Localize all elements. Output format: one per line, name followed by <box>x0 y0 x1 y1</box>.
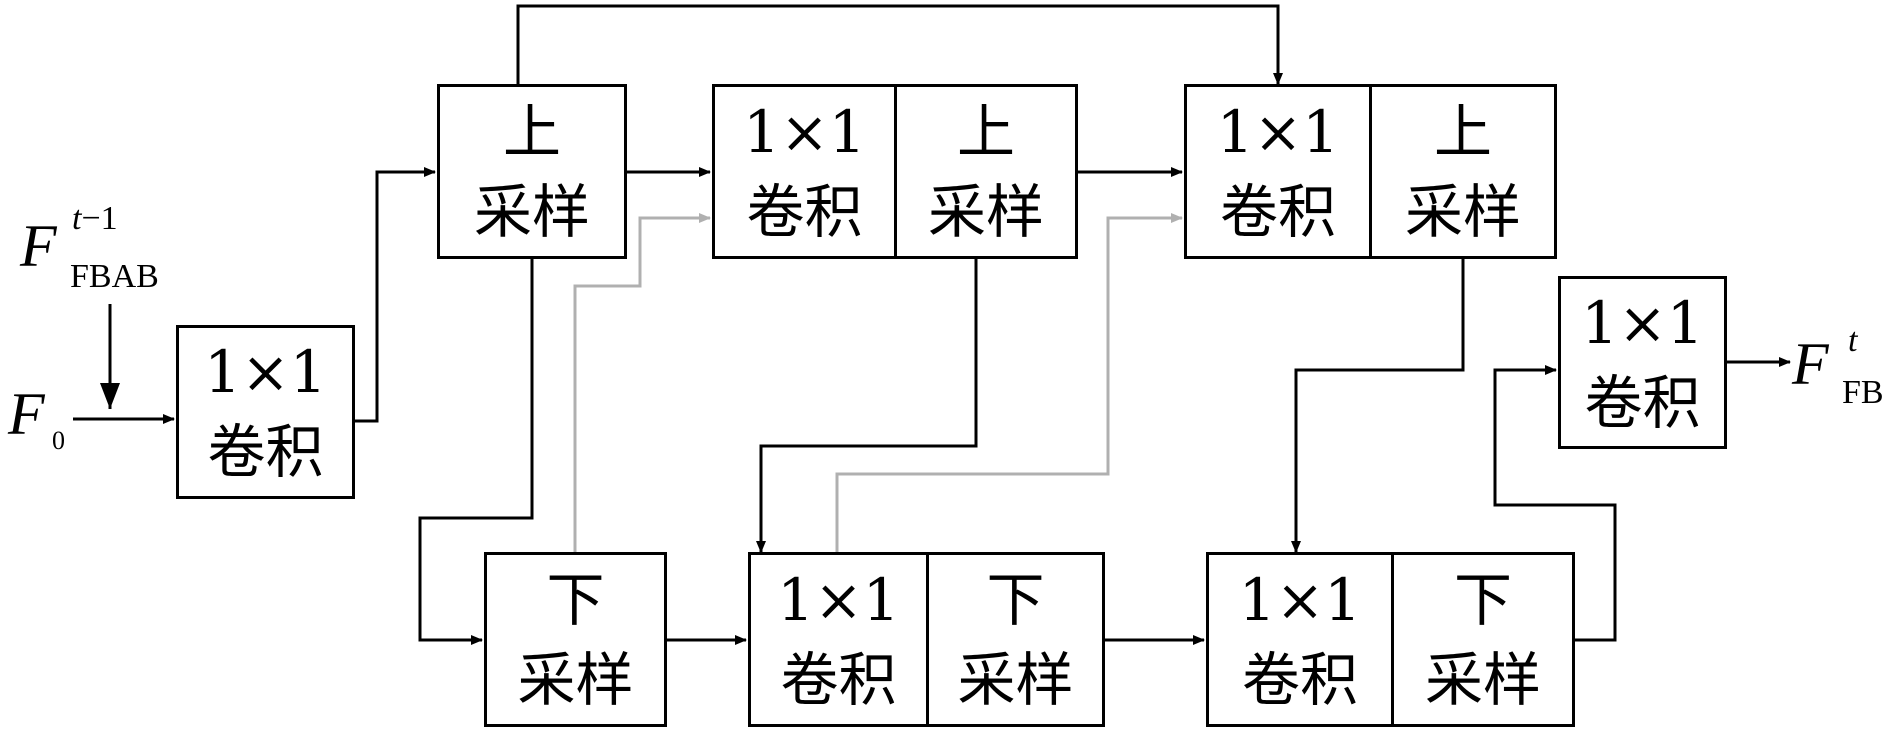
block-label-bottom: 卷积 <box>1584 368 1701 437</box>
block-label-bottom: 采样 <box>473 177 590 246</box>
block-label-bottom: 卷积 <box>1219 177 1336 246</box>
superscript-var: t <box>72 200 82 237</box>
label-f-out: F t FB <box>1792 322 1887 425</box>
block-label-top: 1×1 <box>1238 565 1362 634</box>
downsample-block-1: 下采样 <box>484 552 667 727</box>
block-label-bottom: 采样 <box>1424 645 1541 714</box>
conv-input-block: 1×1 卷积 <box>176 325 355 499</box>
block-label-top: 1×1 <box>743 97 866 166</box>
symbol-f: F <box>1792 331 1829 397</box>
superscript: t <box>1848 322 1857 360</box>
block-label-bottom: 采样 <box>957 645 1074 714</box>
conv-block-d: 1×1 卷积 <box>1206 552 1394 727</box>
block-label-top: 1×1 <box>777 565 900 634</box>
superscript-var: t <box>1848 322 1858 359</box>
block-label-top: 下 <box>1453 565 1512 634</box>
conv-block-c: 1×1 卷积 <box>748 552 929 727</box>
arrow-down3-conv-out <box>1493 365 1617 642</box>
superscript-rest: −1 <box>81 200 118 237</box>
arrow-up1-down1 <box>418 259 534 645</box>
block-label-top: 1×1 <box>204 338 327 406</box>
arrow-up2-conv-c <box>756 259 978 553</box>
block-label-bottom: 卷积 <box>780 645 897 714</box>
skip-connection-2 <box>835 213 1183 552</box>
symbol-f: F <box>8 381 45 447</box>
block-label-bottom: 卷积 <box>746 177 863 246</box>
conv-output-block: 1×1 卷积 <box>1558 276 1727 449</box>
subscript: FBAB <box>70 258 159 295</box>
downsample-block-3: 下采样 <box>1391 552 1575 727</box>
arrowhead-fprev <box>100 383 120 409</box>
block-label-top: 上 <box>956 97 1015 166</box>
label-f0: F 0 <box>8 380 78 470</box>
block-label-top: 上 <box>502 97 561 166</box>
block-label-top: 1×1 <box>1216 97 1340 166</box>
subscript: FB <box>1842 374 1884 411</box>
symbol-f: F <box>20 213 57 279</box>
upsample-block-3: 上采样 <box>1369 84 1557 259</box>
arrow-conv-up1 <box>355 167 436 423</box>
label-f-prev: F t−1 FBAB <box>20 200 190 310</box>
block-label-bottom: 采样 <box>517 645 634 714</box>
conv-block-a: 1×1 卷积 <box>712 84 897 259</box>
upsample-block-1: 上采样 <box>437 84 627 259</box>
block-label-top: 下 <box>546 565 605 634</box>
arrow-up3-conv-d <box>1291 259 1465 553</box>
block-label-top: 上 <box>1433 97 1492 166</box>
subscript: 0 <box>52 426 65 455</box>
conv-block-b: 1×1 卷积 <box>1184 84 1372 259</box>
block-label-bottom: 采样 <box>927 177 1044 246</box>
block-label-bottom: 卷积 <box>207 418 324 486</box>
downsample-block-2: 下采样 <box>926 552 1105 727</box>
superscript: t−1 <box>72 200 118 238</box>
block-label-top: 下 <box>986 565 1045 634</box>
arrow-up1-top-conv-b <box>516 4 1283 85</box>
block-label-bottom: 卷积 <box>1241 645 1358 714</box>
upsample-block-2: 上采样 <box>894 84 1078 259</box>
skip-connection-1 <box>573 213 711 552</box>
block-label-top: 1×1 <box>1581 288 1704 357</box>
block-label-bottom: 采样 <box>1404 177 1521 246</box>
